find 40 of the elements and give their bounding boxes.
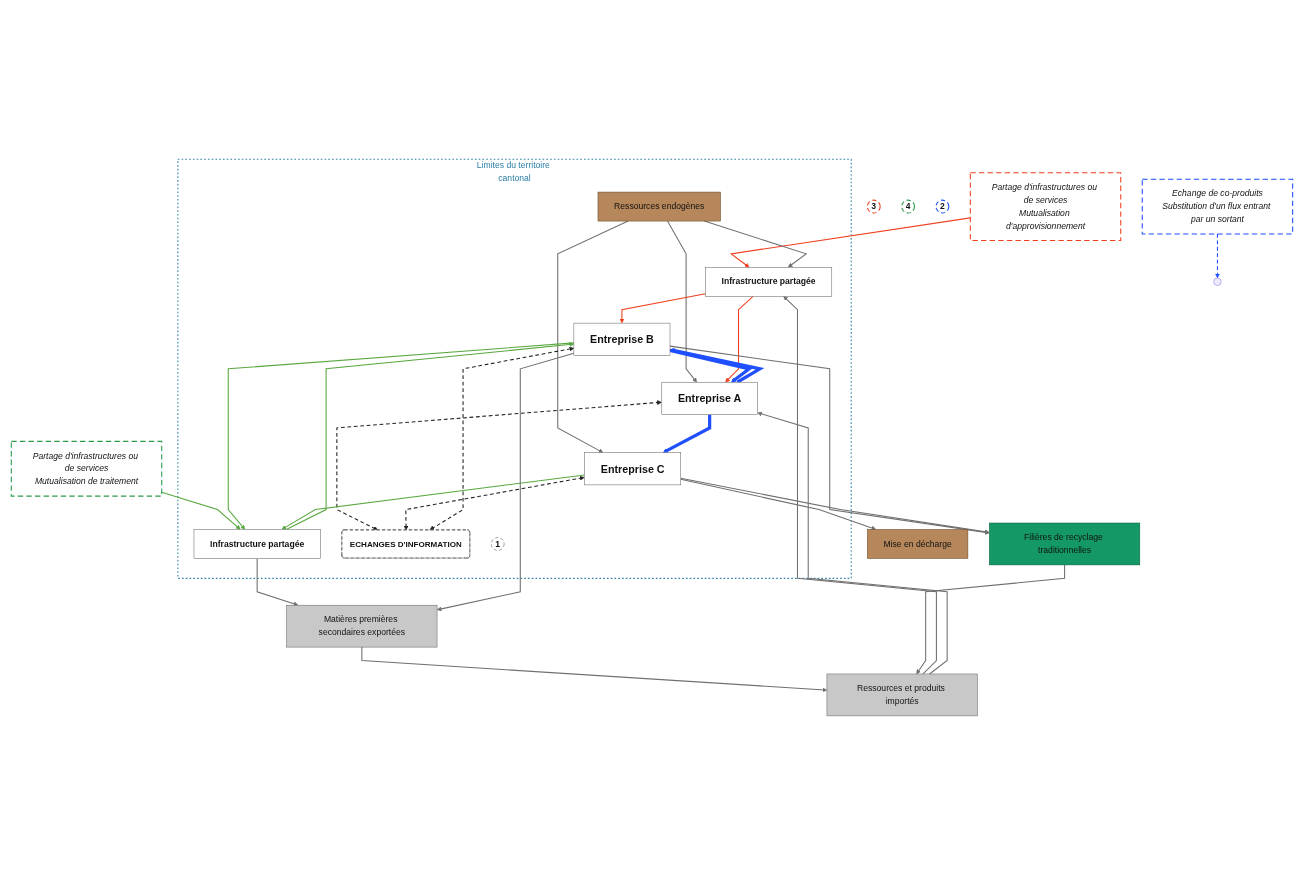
arrow <box>436 352 575 612</box>
arrow <box>227 342 575 530</box>
arrow <box>429 346 575 531</box>
node-box: Entreprise A <box>661 381 758 415</box>
arrow <box>666 220 697 383</box>
node-circle: 3 <box>866 199 881 214</box>
node-box: Ressources endogènes <box>597 191 721 222</box>
arrow <box>916 564 1066 675</box>
arrow <box>161 491 241 530</box>
node-box: Ressources et produits importés <box>826 673 978 717</box>
node-circle: 2 <box>935 199 950 214</box>
node-box: Infrastructure partagée <box>193 529 321 559</box>
node-box: Echange de co-produits Substitution d'un flux entrant par un sortant <box>1141 178 1294 235</box>
arrow <box>783 296 937 675</box>
arrow <box>361 646 828 693</box>
arrow <box>557 220 629 453</box>
arrow <box>725 295 754 383</box>
node-box: Entreprise B <box>573 322 671 356</box>
arrow <box>285 342 575 530</box>
node-box: Matières premières secondaires exportées <box>286 604 438 648</box>
arrow <box>619 293 706 324</box>
arrow <box>403 475 585 531</box>
arrow <box>680 478 877 531</box>
node-box: Partage d'infrastructures ou de services Mutualisation de traitement <box>10 440 163 497</box>
node-box: Mise en décharge <box>867 529 969 559</box>
node-box: Entreprise C <box>584 452 681 486</box>
arrow <box>281 474 586 530</box>
arrow <box>1215 233 1220 279</box>
node-circle: 1 <box>491 537 505 551</box>
arrow <box>662 414 712 453</box>
arrow <box>757 411 948 675</box>
node-box: Filières de recyclage traditionnelles <box>989 522 1141 566</box>
arrow <box>680 477 990 534</box>
node-circle: 4 <box>901 199 916 214</box>
arrow <box>256 557 299 607</box>
node-box: Infrastructure partagée <box>705 266 833 297</box>
arrow <box>729 217 971 268</box>
node-box: Partage d'infrastructures ou de services Mutualisation d'approvisionnement <box>969 172 1122 241</box>
arrow <box>336 400 662 531</box>
arrow <box>669 345 990 535</box>
